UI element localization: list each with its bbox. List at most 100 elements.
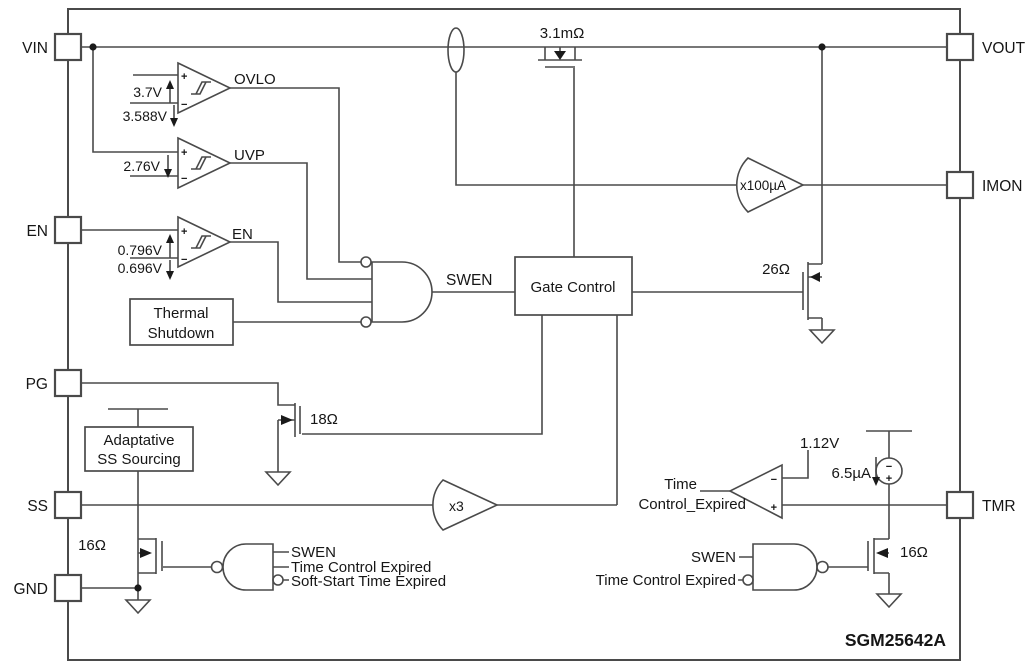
- pin-vin-label: VIN: [22, 40, 48, 57]
- wire-tmrcmp-minus: [782, 450, 809, 479]
- ovlo-rise-label: 3.7V: [133, 84, 162, 100]
- nand-right-input-stubs: [738, 556, 753, 581]
- en-rise-label: 0.796V: [118, 242, 163, 258]
- nand-gate-left: SWEN Time Control Expired Soft-Start Tim…: [210, 543, 446, 591]
- nand-right-input2-label: Time Control Expired: [596, 572, 736, 589]
- wire-pg-line: [81, 382, 295, 406]
- swen-label: SWEN: [446, 272, 493, 289]
- mosfet-icon: [138, 538, 163, 574]
- x3-amp-body: [432, 479, 499, 531]
- pin-vout-label: VOUT: [982, 40, 1026, 57]
- pin-en: [53, 215, 83, 245]
- junction-vout: [818, 43, 826, 51]
- ovlo-plus-sign: +: [181, 71, 187, 83]
- fall-arrow-icon: [166, 271, 174, 280]
- adaptive-ss-line1: Adaptative: [104, 432, 175, 449]
- wire-sense-to-amp: [455, 72, 737, 186]
- adaptive-ss-box: [84, 426, 194, 472]
- pin-pg: [53, 368, 83, 398]
- mosfet-icon: [538, 47, 582, 68]
- uvp-triangle: [177, 136, 232, 190]
- fet-18ohm-label: 18Ω: [310, 411, 338, 428]
- gate-control-label: Gate Control: [530, 279, 615, 296]
- pins-right: VOUT IMON TMR: [945, 32, 1026, 520]
- mosfet-icon: [277, 403, 301, 472]
- en-out-label: EN: [232, 226, 253, 243]
- pin-ss: [53, 490, 83, 520]
- uvp-minus-sign: −: [181, 173, 187, 185]
- fet-16ohm-right: 16Ω: [867, 538, 928, 609]
- nand-gate-right: SWEN Time Control Expired: [596, 543, 829, 591]
- body-arrow-icon: [554, 51, 566, 60]
- ovlo-fall-label: 3.588V: [123, 108, 168, 124]
- hysteresis-icon: [191, 235, 211, 249]
- thermal-line1: Thermal: [153, 305, 208, 322]
- fet-16ohm-right-label: 16Ω: [900, 544, 928, 561]
- nand-left-input-stubs: [273, 551, 289, 581]
- and-gate-body: [371, 261, 433, 323]
- invert-bubble: [360, 316, 372, 328]
- pin-en-label: EN: [26, 223, 48, 240]
- gnd-symbol: [124, 599, 152, 615]
- current-arrow-icon: [872, 477, 880, 486]
- en-triangle: [177, 215, 232, 269]
- invert-bubble: [816, 560, 829, 574]
- uvp-out-label: UVP: [234, 147, 265, 164]
- supply-rail-icon: [108, 408, 168, 427]
- nand-left-input3-label: Soft-Start Time Expired: [291, 573, 446, 590]
- wire-vin-to-uvp: [92, 47, 178, 153]
- fet-16ohm-left: 16Ω: [78, 537, 163, 615]
- fet-26ohm-label: 26Ω: [762, 261, 790, 278]
- mosfet-icon: [867, 538, 890, 594]
- isrc-minus-sign: −: [886, 461, 892, 473]
- timer-cmp-triangle: [728, 463, 783, 520]
- uvp-plus-sign: +: [181, 147, 187, 159]
- wires: [81, 46, 947, 600]
- en-minus-sign: −: [181, 254, 187, 266]
- wire-en-out: [230, 241, 372, 303]
- wire-gc-to-18ohm-gate: [302, 315, 543, 435]
- gate-control-block: Gate Control: [514, 256, 633, 316]
- invert-bubble: [272, 574, 284, 586]
- ovlo-comparator: + − OVLO 3.7V 3.588V: [123, 61, 276, 127]
- junction-vin: [89, 43, 97, 51]
- ovlo-out-label: OVLO: [234, 71, 276, 88]
- isrc-label: 6.5µA: [832, 465, 872, 482]
- sense-amp-body: [735, 157, 805, 213]
- timer-ref-label: 1.12V: [800, 435, 839, 452]
- nand-right-input1-label: SWEN: [691, 549, 736, 566]
- chip-outline: [67, 8, 961, 661]
- pin-pg-label: PG: [26, 376, 48, 393]
- timer-minus-sign: −: [771, 474, 777, 486]
- gnd-symbol: [264, 471, 292, 487]
- current-sense-loop-icon: [447, 27, 465, 73]
- gate-control-box: [514, 256, 633, 316]
- ss-x3-amp: x3: [432, 479, 499, 531]
- x3-amp-label: x3: [449, 498, 464, 514]
- fet-26ohm: 26Ω: [762, 261, 836, 345]
- time-expired-line1: Time: [664, 476, 697, 493]
- rise-arrow-icon: [166, 234, 174, 243]
- wire-ovlo-out: [230, 87, 361, 263]
- pins-left: VIN EN PG SS GND: [14, 32, 83, 603]
- pin-imon-label: IMON: [982, 178, 1022, 195]
- invert-bubble: [360, 256, 372, 268]
- pin-vout: [945, 32, 975, 62]
- pin-vin: [53, 32, 83, 62]
- gnd-symbol: [808, 329, 836, 345]
- en-plus-sign: +: [181, 226, 187, 238]
- swen-and-gate: SWEN: [360, 256, 493, 328]
- supply-rail-icon: [866, 430, 912, 458]
- en-comparator: + − EN 0.796V 0.696V: [118, 215, 253, 280]
- nand-left-input1-label: SWEN: [291, 544, 336, 561]
- thermal-line2: Shutdown: [148, 325, 215, 342]
- part-number: SGM25642A: [845, 630, 947, 650]
- en-fall-label: 0.696V: [118, 260, 163, 276]
- pass-fet-label: 3.1mΩ: [540, 25, 585, 42]
- adaptive-ss-block: Adaptative SS Sourcing: [84, 408, 194, 472]
- thermal-shutdown-block: Thermal Shutdown: [129, 298, 234, 346]
- gnd-symbol: [875, 593, 903, 609]
- invert-bubble: [210, 560, 224, 574]
